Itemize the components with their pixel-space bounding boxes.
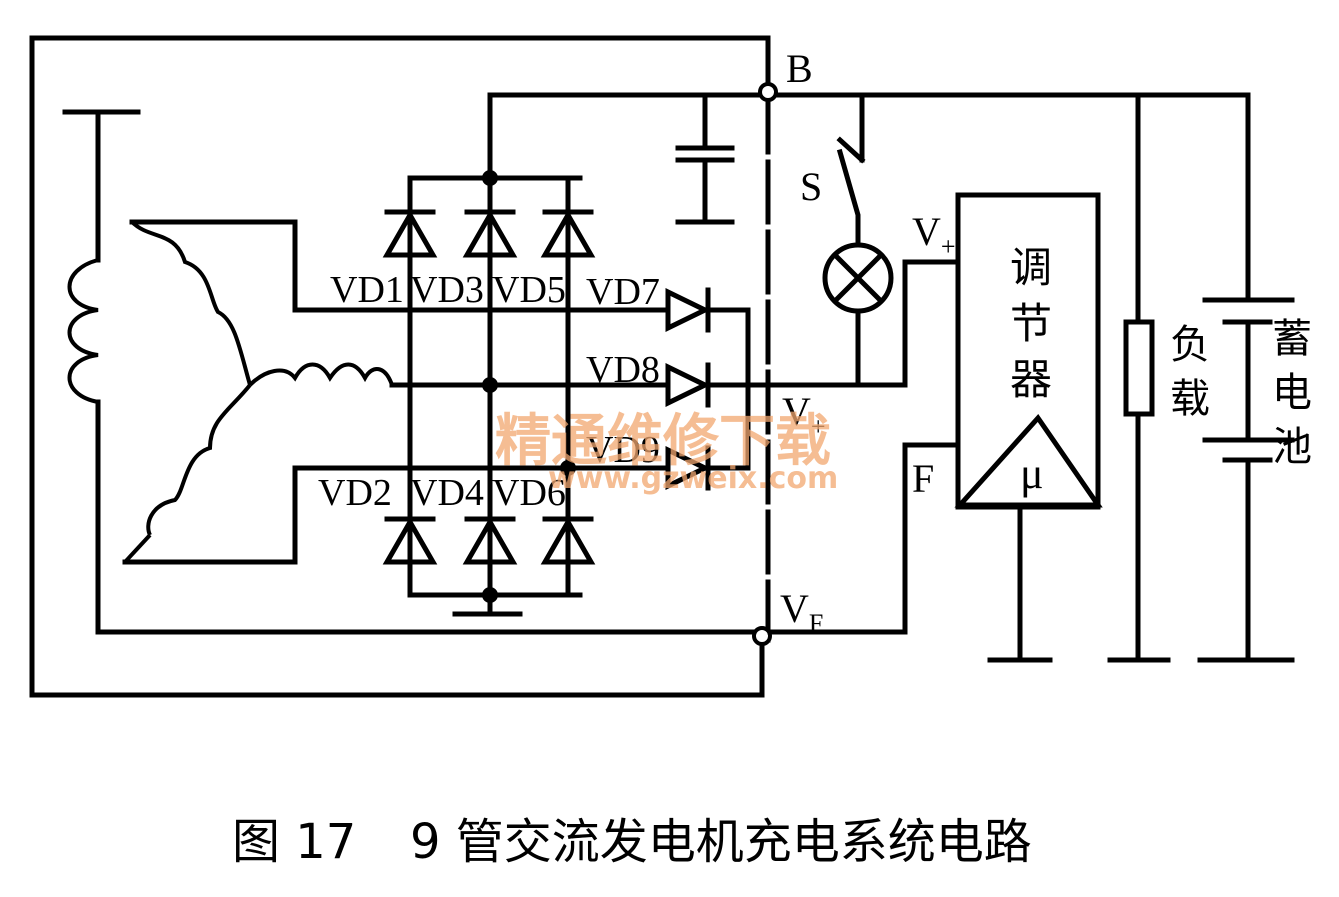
label-vd5: VD5 [492, 269, 566, 311]
labels: B S V+ V+ VF F VD1 VD3 VD5 VD7 VD8 VD9 V… [318, 46, 1312, 638]
battery-label-1: 蓄 [1272, 316, 1312, 362]
label-vf: VF [780, 586, 823, 638]
watermark-url: www.gzweix.com [548, 461, 838, 496]
load-label-2: 载 [1170, 376, 1210, 422]
caption-title: 9 管交流发电机充电系统电路 [410, 814, 1032, 870]
switch-and-lamp [822, 92, 894, 388]
lower-diodes [382, 516, 596, 565]
exciter-diodes [407, 259, 961, 491]
terminal-b [758, 82, 778, 102]
label-vd6: VD6 [492, 472, 566, 514]
watermark-cn: 精通维修下载 [495, 409, 831, 474]
label-vd2: VD2 [318, 472, 392, 514]
regulator-label-3: 器 [1010, 355, 1052, 404]
label-vd7: VD7 [586, 271, 660, 313]
alternator-housing [29, 35, 771, 698]
field-winding [62, 109, 765, 635]
label-v-plus-main: V+ [912, 209, 956, 261]
load-resistor [1107, 92, 1171, 663]
label-switch: S [800, 164, 822, 209]
label-vd9: VD9 [586, 429, 660, 471]
terminal-vf [752, 626, 772, 646]
junctions [482, 170, 576, 603]
regulator [767, 192, 1103, 663]
label-vd4: VD4 [410, 472, 484, 514]
regulator-label-1: 调 [1010, 243, 1052, 292]
battery-label-3: 池 [1272, 424, 1312, 470]
watermark: 精通维修下载 www.gzweix.com [495, 409, 838, 496]
upper-diodes [382, 209, 596, 258]
label-vd3: VD3 [410, 269, 484, 311]
caption-figure-label: 图 17 [232, 814, 356, 870]
label-vd1: VD1 [330, 269, 404, 311]
figure-caption: 图 17 9 管交流发电机充电系统电路 [232, 814, 1032, 870]
battery-label-2: 电 [1272, 370, 1312, 416]
label-b: B [786, 46, 813, 91]
regulator-label-2: 节 [1010, 299, 1052, 348]
label-vd8: VD8 [586, 349, 660, 391]
load-label-1: 负 [1170, 322, 1210, 368]
b-bus [487, 92, 1251, 303]
battery [1197, 297, 1295, 663]
terminals [752, 82, 778, 646]
capacitor [675, 145, 735, 225]
regulator-mu: μ [1020, 449, 1044, 498]
label-f: F [912, 456, 934, 501]
label-v-plus-inner: V+ [782, 389, 826, 441]
